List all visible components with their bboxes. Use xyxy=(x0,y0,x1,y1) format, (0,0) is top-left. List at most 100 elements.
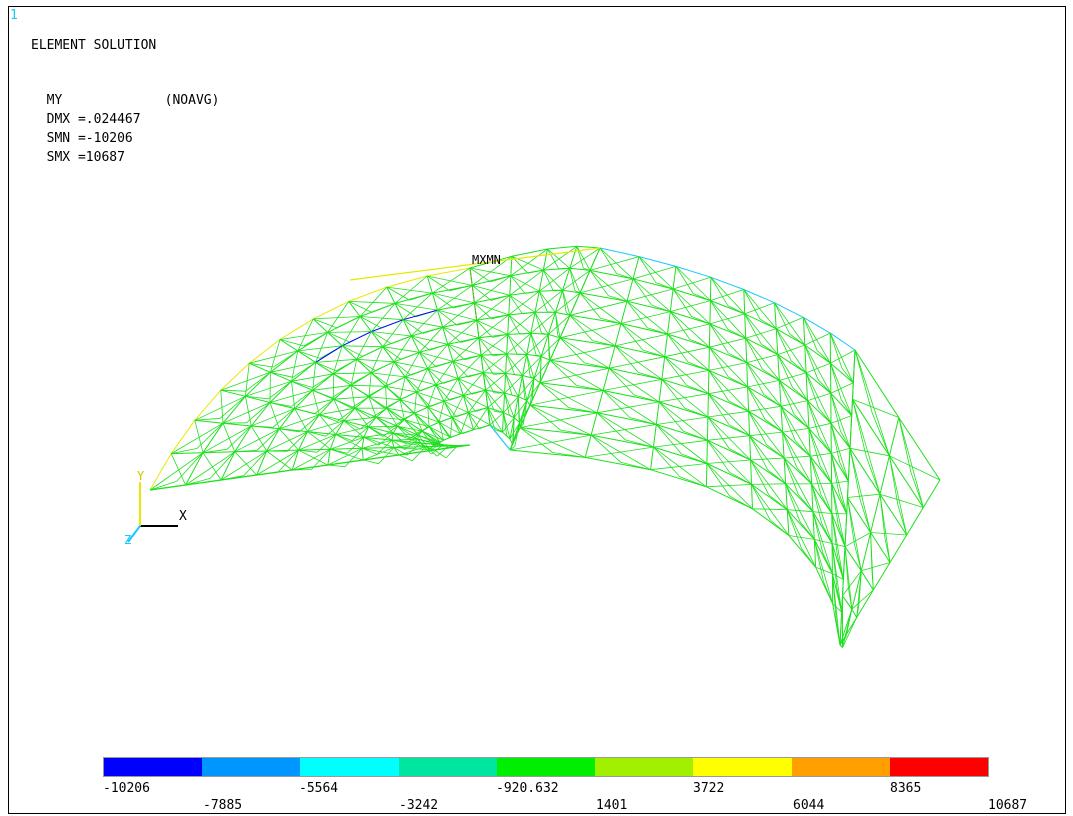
mesh-member xyxy=(780,405,810,429)
mesh-member xyxy=(382,346,402,360)
mesh-member xyxy=(487,407,504,414)
mesh-member xyxy=(386,399,401,409)
graphics-window[interactable] xyxy=(8,6,1066,814)
mesh-member xyxy=(468,412,480,430)
mesh-member xyxy=(849,399,853,449)
mesh-member xyxy=(507,332,531,335)
mesh-member xyxy=(751,484,753,509)
mesh-member xyxy=(272,408,295,428)
mesh-member xyxy=(393,361,412,376)
mesh-member xyxy=(858,570,862,605)
info-key: SMN =-10206 xyxy=(46,131,133,146)
mesh-member xyxy=(297,350,321,359)
mesh-member xyxy=(831,483,848,515)
mesh-member xyxy=(370,372,386,387)
mesh-member xyxy=(350,385,356,409)
mesh-member xyxy=(149,444,471,491)
mesh-member xyxy=(399,399,415,414)
mesh-member xyxy=(411,335,448,345)
mesh-member xyxy=(540,334,549,357)
mesh-member xyxy=(392,432,407,445)
mesh-member xyxy=(473,302,478,321)
mesh-member xyxy=(220,390,224,424)
mesh-member xyxy=(614,345,639,373)
mesh-member xyxy=(435,361,454,386)
mesh-member xyxy=(311,448,331,470)
mesh-member xyxy=(509,417,515,439)
mesh-member xyxy=(336,407,356,422)
mesh-member xyxy=(603,390,660,403)
mesh-member xyxy=(202,422,224,453)
mesh-member xyxy=(608,367,663,380)
mesh-member xyxy=(312,300,350,320)
mesh-member xyxy=(667,333,689,363)
mesh-member xyxy=(785,483,815,540)
mesh-member xyxy=(332,373,335,400)
mesh-member xyxy=(425,446,438,457)
mesh-member xyxy=(744,313,762,345)
mesh-member xyxy=(416,384,437,393)
mesh-member xyxy=(432,292,475,304)
mesh-member xyxy=(788,535,815,540)
mesh-member xyxy=(393,351,420,363)
mesh-member xyxy=(906,507,924,536)
mesh-member xyxy=(519,400,528,428)
mesh-member xyxy=(356,346,383,360)
mesh-member xyxy=(419,351,454,362)
mesh-member xyxy=(849,448,871,533)
mesh-member xyxy=(354,396,370,409)
mesh-member xyxy=(851,589,874,610)
mesh-member xyxy=(421,430,441,443)
mesh-member xyxy=(394,303,417,318)
mesh-member xyxy=(672,288,711,325)
mesh-member xyxy=(312,384,352,391)
mesh-member xyxy=(812,511,833,544)
mesh-member xyxy=(476,320,493,338)
mesh-member xyxy=(599,247,617,274)
mesh-member xyxy=(315,358,357,363)
legend-label: -7885 xyxy=(203,798,243,813)
mesh-member xyxy=(569,315,593,341)
mesh-member xyxy=(708,386,748,395)
mesh-member xyxy=(443,400,453,418)
mesh-member xyxy=(382,346,395,363)
mesh-member xyxy=(471,285,492,301)
mesh-member xyxy=(533,378,541,384)
mesh-member xyxy=(391,439,426,447)
mesh-member xyxy=(234,451,257,476)
mesh-member xyxy=(220,389,246,392)
mesh-member xyxy=(452,337,480,362)
x-axis-label: X xyxy=(179,509,187,524)
mesh-member xyxy=(803,317,831,364)
mesh-member xyxy=(554,290,564,313)
mesh-member xyxy=(505,373,513,396)
mesh-member xyxy=(750,459,788,510)
mesh-member xyxy=(506,334,509,355)
mesh-member xyxy=(813,539,817,568)
legend-label: -920.632 xyxy=(496,781,559,796)
mesh-member xyxy=(269,380,292,403)
mesh-member xyxy=(707,439,751,461)
mesh-member xyxy=(620,311,671,324)
mesh-member xyxy=(234,428,280,453)
mesh-member xyxy=(538,291,548,312)
mesh-member xyxy=(506,332,532,355)
mesh-member xyxy=(469,267,473,286)
mesh-member xyxy=(393,361,428,369)
mesh-member xyxy=(638,256,674,290)
mesh-member xyxy=(569,247,601,269)
mesh-member xyxy=(664,356,710,371)
mesh-member xyxy=(830,393,851,449)
mesh-member xyxy=(502,412,504,433)
mesh-member xyxy=(831,543,844,580)
mesh-member xyxy=(361,448,364,461)
mesh-member xyxy=(744,313,779,355)
mesh-member xyxy=(445,445,458,459)
mesh-member xyxy=(286,431,308,452)
mesh-member xyxy=(450,433,461,438)
mesh-member xyxy=(399,391,417,401)
mesh-member xyxy=(385,386,388,409)
mesh-member xyxy=(667,333,710,371)
mesh-member xyxy=(396,419,405,427)
